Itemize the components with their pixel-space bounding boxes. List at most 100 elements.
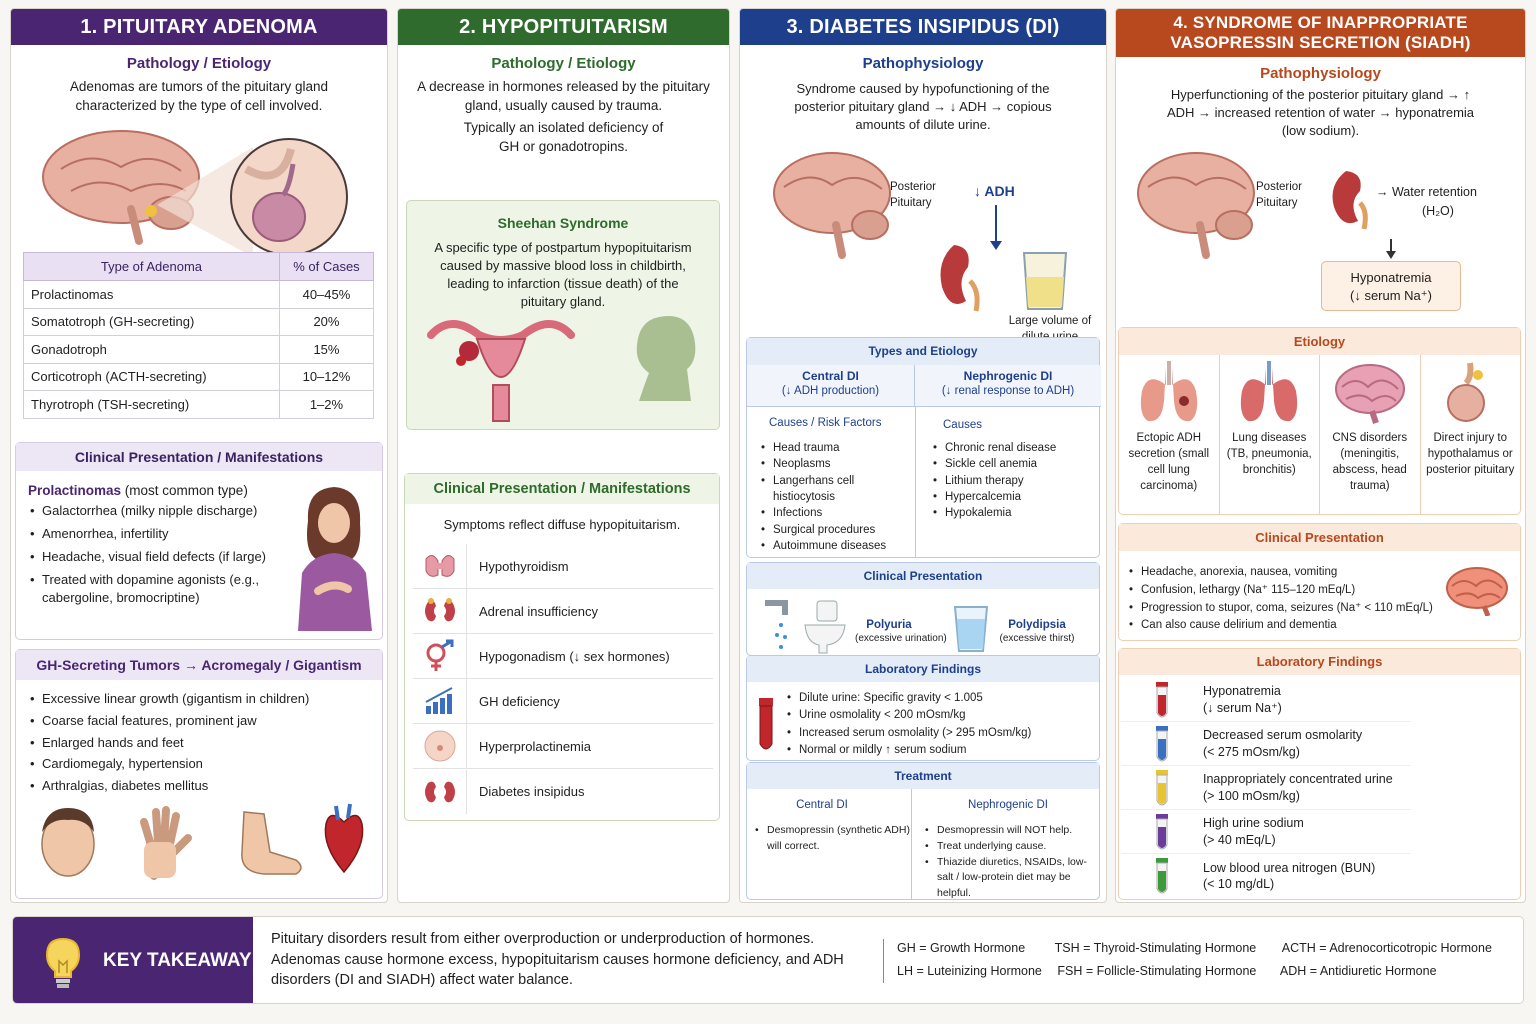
brain-icon [1334, 364, 1405, 424]
polyuria-item: Polyuria (excessive urination) [855, 619, 947, 644]
list-item: Urine osmolality < 200 mOsm/kg [785, 707, 1031, 725]
prolactinoma-note: (most common type) [121, 483, 248, 498]
list-item: Can also cause delirium and dementia [1127, 617, 1457, 635]
lab-row: Decreased serum osmolarity(< 275 mOsm/kg… [1121, 722, 1411, 766]
box-title: Clinical Presentation [1119, 524, 1520, 551]
table-cell: 20% [278, 307, 375, 336]
abbreviations-row: LH = Luteinizing Hormone FSH = Follicle-… [897, 964, 1437, 978]
down-arrow-icon [1390, 239, 1392, 253]
adh-decrease-label: ↓ ADH [974, 183, 1015, 199]
etiology-item: Direct injury to hypothalamus or posteri… [1421, 355, 1521, 515]
lab-finding-value: (> 40 mEq/L) [1203, 832, 1276, 847]
section-text: Hyperfunctioning of the posterior pituit… [1166, 87, 1475, 138]
lab-row: High urine sodium(> 40 mEq/L) [1121, 810, 1411, 854]
pituitary-adenoma-column: 1. PITUITARY ADENOMA Pathology / Etiolog… [10, 8, 388, 903]
lab-row: Low blood urea nitrogen (BUN)(< 10 mg/dL… [1121, 854, 1411, 898]
treatment-central-title: Central DI [796, 799, 848, 811]
test-tube-icon [1121, 857, 1203, 895]
table-header: Type of Adenoma [23, 252, 280, 281]
brain-icon [1446, 567, 1508, 616]
kidney-icon [413, 769, 467, 814]
treatment-central-list: Desmopressin (synthetic ADH) will correc… [753, 823, 913, 855]
posterior-pituitary-label: Posterior Pituitary [1256, 181, 1303, 210]
abbreviation: FSH = Follicle-Stimulating Hormone [1057, 964, 1257, 978]
treatment-box: Treatment Central DI Desmopressin (synth… [746, 762, 1100, 900]
box-title: Treatment [747, 763, 1099, 789]
section-title: Pathophysiology [862, 55, 984, 72]
treatment-nephro-list: Desmopressin will NOT help. Treat underl… [923, 823, 1095, 902]
key-takeaway-footer: KEY TAKEAWAY Pituitary disorders result … [12, 916, 1524, 1004]
hyponatremia-note: (↓ serum Na⁺) [1350, 288, 1432, 304]
siadh-column: 4. SYNDROME OF INAPPROPRIATE VASOPRESSIN… [1115, 8, 1526, 903]
lab-finding-label: Hyponatremia [1203, 684, 1281, 699]
polydipsia-label: Polydipsia [1008, 619, 1066, 631]
brain-sagittal-illustration [773, 152, 891, 259]
hypopituitarism-column: 2. HYPOPITUITARISM Pathology / Etiology … [397, 8, 730, 903]
section-title: Pathophysiology [1260, 65, 1381, 82]
abbreviation: GH = Growth Hormone [897, 941, 1026, 955]
kidney-icon [413, 589, 467, 633]
box-title: Clinical Presentation / Manifestations [405, 474, 719, 504]
box-title: Laboratory Findings [1119, 649, 1520, 675]
box-title: Laboratory Findings [747, 656, 1099, 682]
list-item: Diabetes insipidus [413, 769, 713, 814]
etiology-label: Direct injury to hypothalamus or posteri… [1426, 432, 1515, 477]
abbreviation: ADH = Antidiuretic Hormone [1279, 964, 1437, 978]
table-cell: 10–12% [278, 362, 375, 391]
faucet-toilet-icon [765, 600, 846, 654]
nephrogenic-di-subtitle: (↓ renal response to ADH) [941, 385, 1075, 397]
list-item: Progression to stupor, coma, seizures (N… [1127, 600, 1457, 618]
gh-tumors-box: GH-Secreting Tumors → Acromegaly / Gigan… [15, 649, 383, 899]
lightbulb-icon [45, 937, 81, 988]
prolactinoma-label: Prolactinomas [28, 483, 122, 498]
manifestation-label: Hyperprolactinemia [479, 738, 591, 754]
test-tube-icon [1121, 813, 1203, 851]
lab-findings-box: Laboratory Findings Dilute urine: Specif… [746, 655, 1100, 761]
lab-finding-text: Inappropriately concentrated urine(> 100… [1203, 771, 1393, 804]
central-causes-list: Head trauma Neoplasms Langerhans cell hi… [759, 440, 911, 555]
list-item: Headache, visual field defects (if large… [28, 548, 298, 566]
water-formula-label: (H₂O) [1422, 204, 1454, 218]
nephrogenic-di-header: Nephrogenic DI (↓ renal response to ADH) [915, 365, 1101, 407]
kidney-icon [940, 245, 980, 312]
etiology-label: Lung diseases (TB, pneumonia, bronchitis… [1226, 432, 1312, 477]
lab-finding-label: Inappropriately concentrated urine [1203, 772, 1393, 787]
list-item: Galactorrhea (milky nipple discharge) [28, 502, 298, 520]
list-item: Lithium therapy [931, 473, 1097, 490]
box-title: Types and Etiology [747, 338, 1099, 365]
water-glass-icon [953, 606, 989, 652]
down-arrow-icon [990, 241, 1002, 250]
clinical-presentation-box: Clinical Presentation Headache, anorexia… [1118, 523, 1521, 641]
abbreviation: LH = Luteinizing Hormone [897, 964, 1042, 978]
pituitary-gland-icon [1447, 362, 1486, 422]
clinical-presentation-box: Clinical Presentation / Manifestations P… [15, 442, 383, 640]
column-title: 2. HYPOPITUITARISM [398, 9, 729, 45]
posterior-pituitary-label: Posterior Pituitary [890, 181, 937, 210]
abbreviations-row: GH = Growth Hormone TSH = Thyroid-Stimul… [897, 941, 1492, 955]
list-item: Infections [759, 505, 911, 522]
section-text: Adenomas are tumors of the pituitary gla… [69, 79, 329, 113]
test-tube-icon [1121, 769, 1203, 807]
lungs-icon [1140, 361, 1197, 422]
polydipsia-item: Polydipsia (excessive thirst) [995, 619, 1079, 644]
list-item: GH deficiency [413, 679, 713, 724]
etiology-item: Ectopic ADH secretion (small cell lung c… [1119, 355, 1220, 515]
box-text: A specific type of postpartum hypopituit… [434, 240, 692, 309]
hyponatremia-callout: Hyponatremia (↓ serum Na⁺) [1321, 261, 1461, 311]
lab-findings-box: Laboratory Findings Hyponatremia(↓ serum… [1118, 648, 1521, 900]
list-item: Hypokalemia [931, 505, 1097, 522]
abbreviation: TSH = Thyroid-Stimulating Hormone [1054, 941, 1257, 955]
list-item: Autoimmune diseases [759, 538, 911, 555]
thyroid-icon [413, 544, 467, 588]
list-item: Treat underlying cause. [923, 839, 1095, 855]
kidney-icon [1332, 171, 1368, 230]
list-item: Hypogonadism (↓ sex hormones) [413, 634, 713, 679]
water-retention-label: → Water retention [1376, 185, 1477, 199]
etiology-grid: Ectopic ADH secretion (small cell lung c… [1119, 355, 1520, 515]
column-title: 3. DIABETES INSIPIDUS (DI) [740, 9, 1106, 45]
list-item: Increased serum osmolality (> 295 mOsm/k… [785, 725, 1031, 743]
list-item: Arthralgias, diabetes mellitus [28, 775, 382, 797]
list-item: Cardiomegaly, hypertension [28, 753, 382, 775]
list-item: Hyperprolactinemia [413, 724, 713, 769]
lab-finding-text: Low blood urea nitrogen (BUN)(< 10 mg/dL… [1203, 860, 1375, 893]
